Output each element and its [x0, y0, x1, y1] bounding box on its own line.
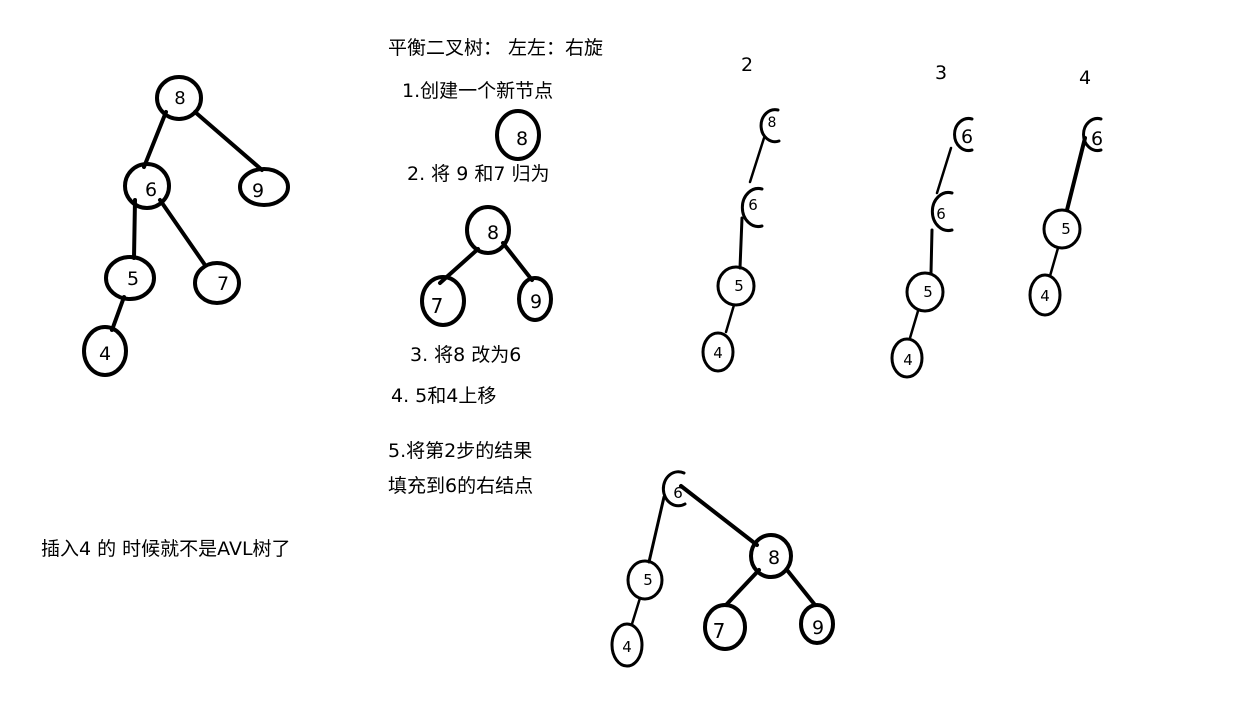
- node-label: 6: [748, 196, 758, 214]
- node-circle: [155, 75, 203, 121]
- node-label: 6: [1091, 128, 1103, 150]
- step-2: 2. 将 9 和7 归为: [407, 163, 550, 185]
- node-label: 7: [217, 273, 229, 295]
- edge-6-5: [647, 495, 666, 564]
- node-circle: [799, 603, 835, 645]
- node-label: 5: [1061, 220, 1071, 238]
- node-circle: [104, 255, 156, 301]
- edge-8-9: [501, 241, 534, 282]
- rotation-mark: [661, 470, 687, 508]
- step-5: 5.将第2步的结果: [388, 440, 533, 462]
- node-circle: [749, 533, 793, 579]
- node-circle: [420, 275, 466, 327]
- node-circle: [465, 205, 511, 255]
- tree-stage2: [701, 108, 781, 373]
- rotation-mark: [930, 191, 954, 232]
- edge-6-7: [158, 198, 207, 267]
- edge-6-5: [929, 228, 934, 275]
- edge-5-4: [110, 295, 126, 332]
- node-label: 4: [622, 638, 632, 656]
- node-circle: [1028, 273, 1062, 317]
- node-label: 9: [812, 617, 824, 639]
- node-circle: [1042, 208, 1082, 250]
- node-label: 9: [530, 291, 542, 313]
- node-circle: [905, 271, 945, 313]
- insert-note: 插入4 的 时候就不是AVL树了: [41, 538, 291, 560]
- node-label: 9: [252, 180, 264, 202]
- edge-6-6: [935, 146, 953, 195]
- node-label: 5: [734, 277, 744, 295]
- node-label: 8: [174, 88, 185, 109]
- step-4: 4. 5和4上移: [391, 385, 497, 407]
- node-circle: [626, 559, 664, 601]
- node-circle: [701, 331, 735, 373]
- node-label: 4: [903, 351, 913, 369]
- node-circle: [716, 265, 756, 307]
- node-circle: [123, 162, 171, 210]
- node-label: 4: [713, 344, 723, 362]
- node-circle: [517, 276, 553, 322]
- stage-label: 3: [935, 62, 947, 84]
- rotation-mark: [1082, 117, 1103, 152]
- edge-6-5: [1065, 136, 1087, 212]
- node-label: 4: [1040, 287, 1050, 305]
- new-node-circle: [495, 109, 541, 161]
- node-label: 8: [768, 115, 777, 131]
- node-circle: [193, 261, 241, 305]
- edge-8-7: [724, 568, 761, 607]
- step-5-cont: 填充到6的右结点: [388, 475, 534, 497]
- node-circle: [82, 325, 128, 377]
- edge-8-6: [748, 136, 766, 184]
- tree-result: [610, 470, 835, 668]
- node-label: 8: [768, 547, 780, 569]
- node-label: 7: [431, 294, 444, 318]
- edge-6-5: [132, 198, 137, 260]
- node-label: 6: [145, 179, 157, 201]
- edge-5-4: [908, 309, 920, 340]
- rotation-mark: [740, 187, 764, 228]
- node-label: 6: [673, 484, 683, 502]
- node-circle: [703, 603, 747, 651]
- tree-step2: [420, 205, 553, 327]
- stage-label: 2: [741, 54, 753, 76]
- node-label: 5: [643, 571, 653, 589]
- node-circle: [890, 337, 924, 379]
- rotation-mark: [953, 117, 974, 152]
- tree-stage3: [890, 117, 974, 379]
- step-1: 1.创建一个新节点: [402, 80, 554, 102]
- diagram-title: 平衡二叉树： 左左：右旋: [388, 37, 604, 59]
- tree-original: [82, 75, 290, 377]
- edge-8-9: [785, 568, 817, 607]
- node-label: 7: [713, 619, 726, 643]
- edge-5-4: [630, 596, 642, 626]
- tree-stage4: [1028, 117, 1103, 317]
- node-label: 8: [516, 128, 528, 150]
- node-circle: [238, 167, 290, 207]
- edge-8-9: [193, 110, 264, 172]
- node-label: 8: [487, 222, 499, 244]
- node-circle: [610, 622, 644, 668]
- rotation-mark: [759, 108, 781, 144]
- step-3: 3. 将8 改为6: [410, 344, 522, 366]
- node-label: 6: [961, 126, 973, 148]
- node-label: 6: [936, 205, 946, 223]
- edge-8-6: [142, 110, 168, 169]
- node-label: 5: [127, 268, 139, 290]
- node-label: 4: [99, 343, 111, 365]
- node-label: 5: [923, 283, 933, 301]
- stage-label: 4: [1079, 67, 1091, 89]
- edge-5-4: [1048, 246, 1060, 278]
- edge-6-8: [679, 484, 759, 547]
- edge-6-5: [738, 216, 744, 270]
- edge-5-4: [724, 303, 736, 334]
